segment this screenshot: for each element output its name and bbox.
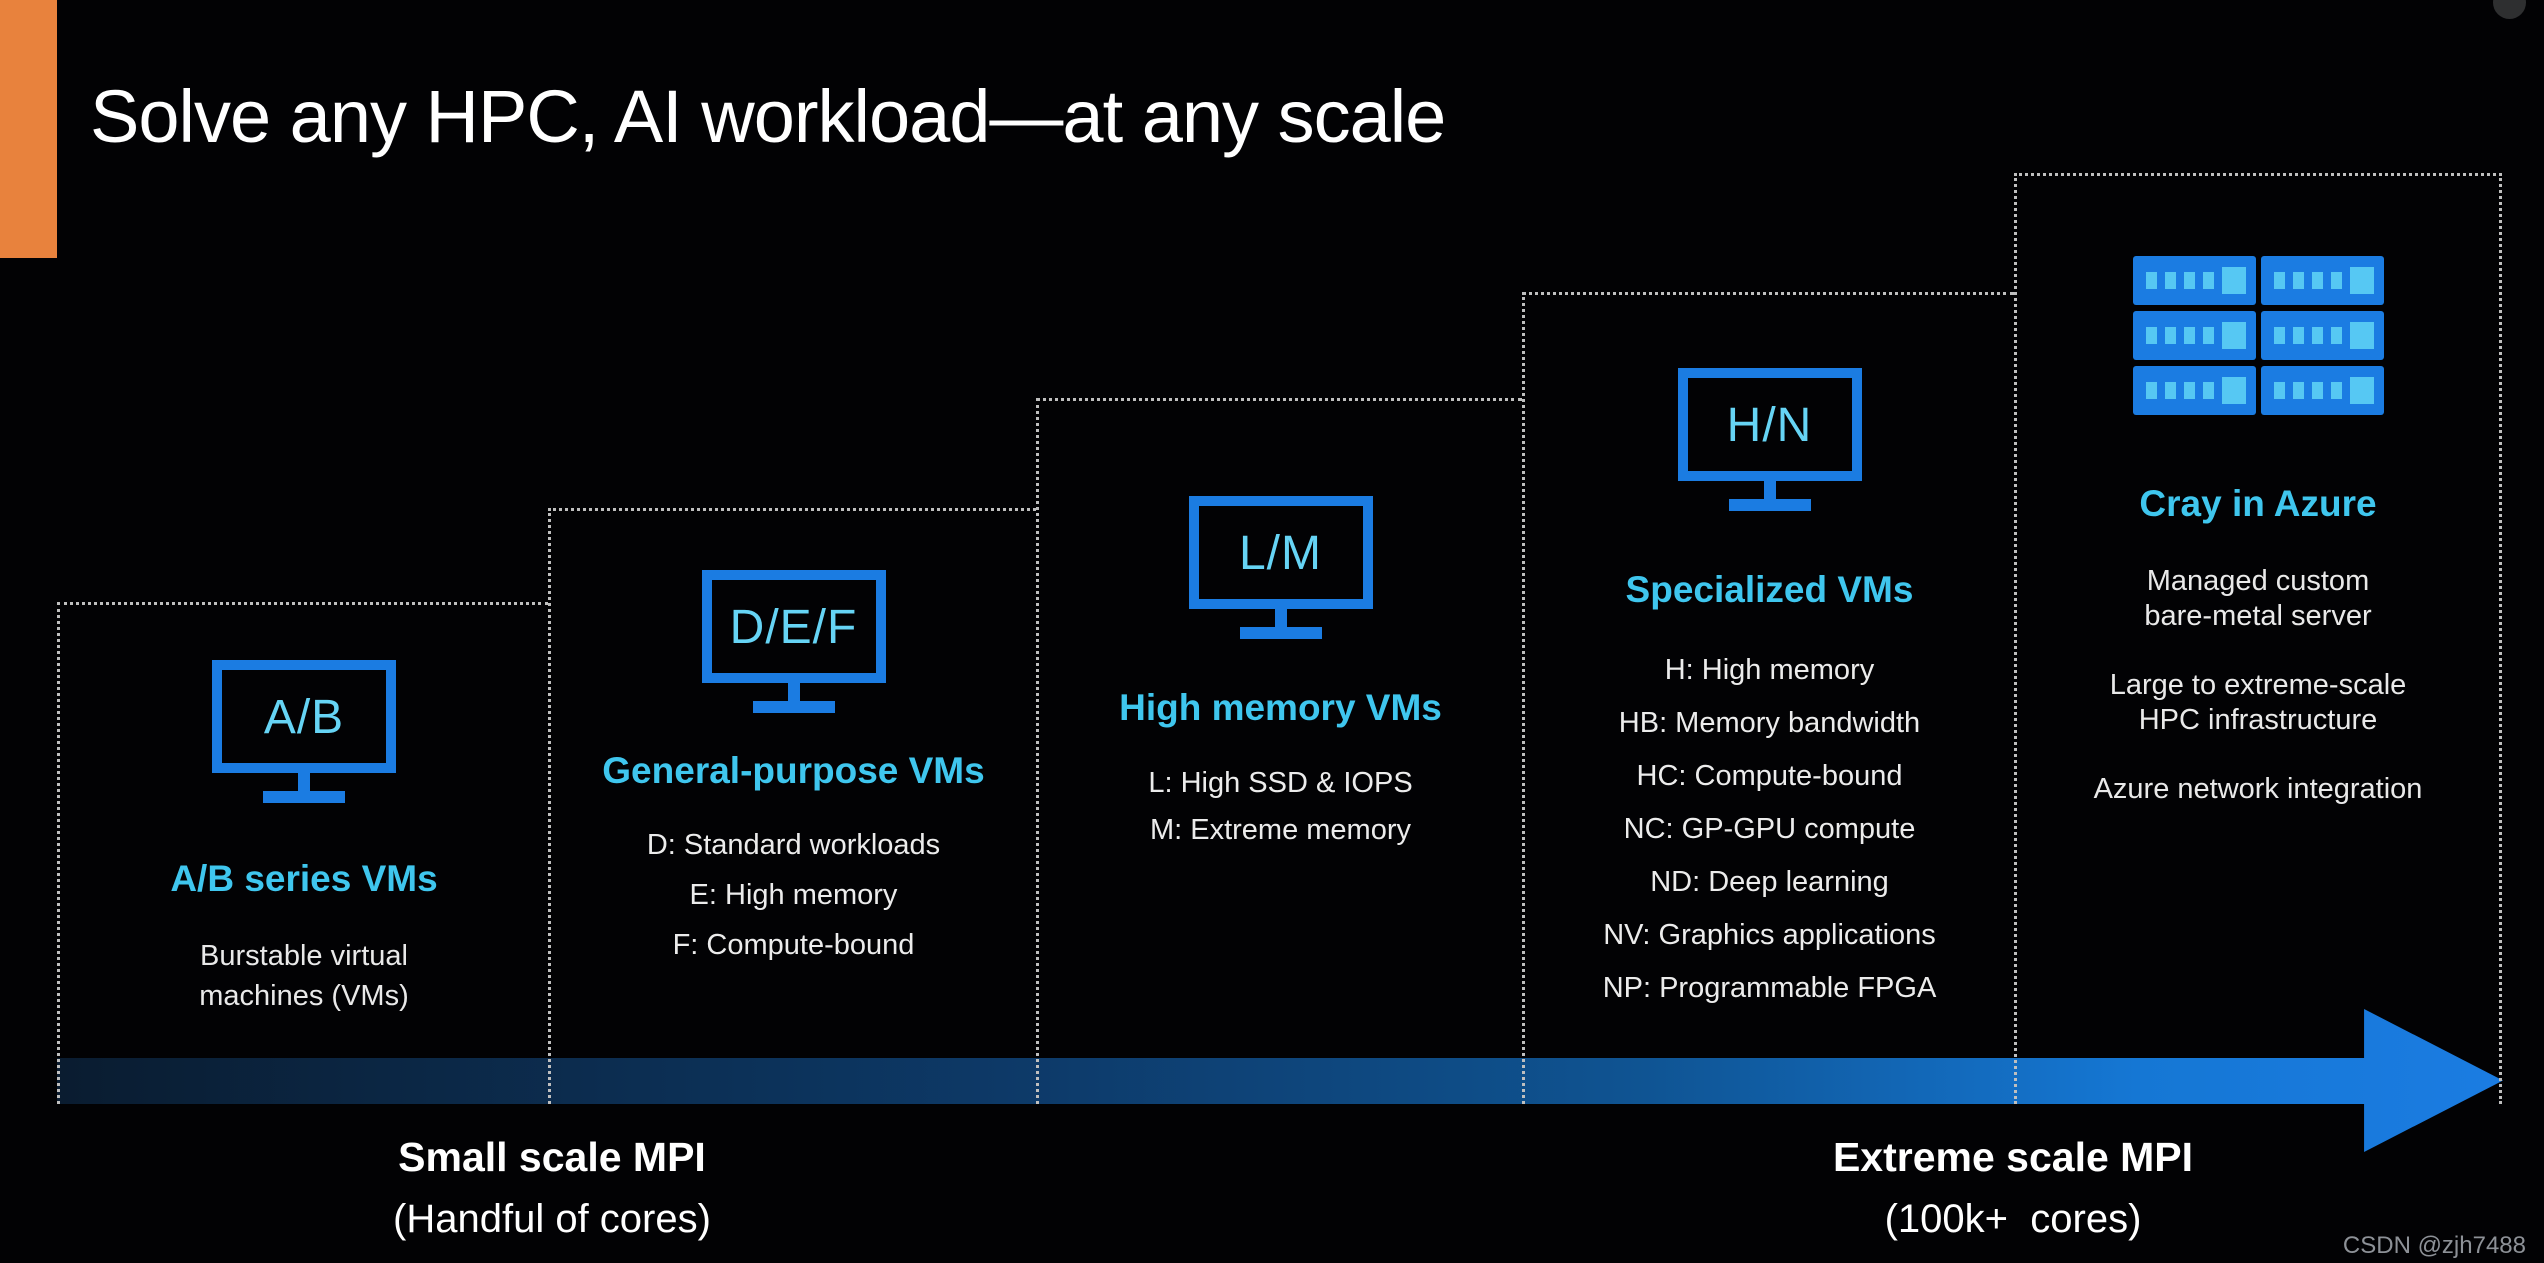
monitor-screen-label: D/E/F — [729, 601, 858, 654]
vm-type-item: F: Compute-bound — [672, 929, 915, 961]
vm-type-item: HB: Memory bandwidth — [1618, 707, 1921, 739]
page-title: Solve any HPC, AI workload—at any scale — [90, 74, 1446, 158]
axis-subtitle: (100k+ cores) — [1884, 1197, 2142, 1241]
axis-title: Extreme scale MPI — [1832, 1134, 2194, 1180]
vm-type-list: L: High SSD & IOPS M: Extreme memory — [1148, 767, 1412, 861]
vm-type-item: HC: Compute-bound — [1636, 760, 1903, 792]
axis-title: Small scale MPI — [398, 1134, 706, 1180]
column-description: Burstable virtual machines (VMs) — [199, 940, 409, 1012]
column-heading: Cray in Azure — [2139, 483, 2377, 524]
column-heading: High memory VMs — [1119, 687, 1442, 728]
monitor-icon: H/N — [1677, 368, 1862, 511]
vm-type-list: H: High memory HB: Memory bandwidth HC: … — [1603, 654, 1937, 1025]
column-cray-in-azure: Cray in Azure Managed custom bare-metal … — [2014, 173, 2502, 1104]
orange-accent-bar — [0, 0, 57, 258]
vm-type-item: NC: GP-GPU compute — [1623, 813, 1916, 845]
monitor-icon: A/B — [212, 660, 396, 803]
server-rack-icon — [2132, 256, 2384, 415]
column-high-memory: L/M High memory VMs L: High SSD & IOPS M… — [1036, 398, 1522, 1104]
monitor-screen-label: L/M — [1238, 527, 1322, 580]
vm-type-item: ND: Deep learning — [1650, 866, 1889, 898]
column-heading: Specialized VMs — [1625, 569, 1914, 610]
vm-type-item: D: Standard workloads — [646, 829, 941, 861]
corner-button[interactable] — [2493, 0, 2526, 19]
column-heading: A/B series VMs — [170, 858, 438, 899]
column-ab-series: A/B A/B series VMs Burstable virtual mac… — [57, 602, 548, 1104]
column-general-purpose: D/E/F General-purpose VMs D: Standard wo… — [548, 508, 1036, 1104]
vm-type-item: M: Extreme memory — [1149, 814, 1411, 846]
axis-label-small-scale: Small scale MPI (Handful of cores) — [252, 1126, 852, 1250]
column-description: Managed custom bare-metal server Large t… — [2093, 565, 2423, 805]
vm-type-item: E: High memory — [689, 879, 898, 911]
axis-label-extreme-scale: Extreme scale MPI (100k+ cores) — [1713, 1126, 2313, 1250]
column-heading: General-purpose VMs — [602, 750, 985, 791]
vm-type-item: L: High SSD & IOPS — [1148, 767, 1413, 799]
vm-type-item: NP: Programmable FPGA — [1602, 972, 1937, 1004]
vm-type-item: H: High memory — [1664, 654, 1875, 686]
axis-subtitle: (Handful of cores) — [393, 1197, 711, 1241]
monitor-screen-label: A/B — [263, 691, 345, 744]
monitor-icon: L/M — [1188, 496, 1373, 639]
column-specialized: H/N Specialized VMs H: High memory HB: M… — [1522, 292, 2014, 1104]
vm-type-item: NV: Graphics applications — [1603, 919, 1936, 951]
vm-type-list: D: Standard workloads E: High memory F: … — [647, 829, 940, 979]
monitor-screen-label: H/N — [1726, 399, 1813, 452]
monitor-icon: D/E/F — [701, 570, 886, 713]
watermark: CSDN @zjh7488 — [2342, 1232, 2526, 1259]
